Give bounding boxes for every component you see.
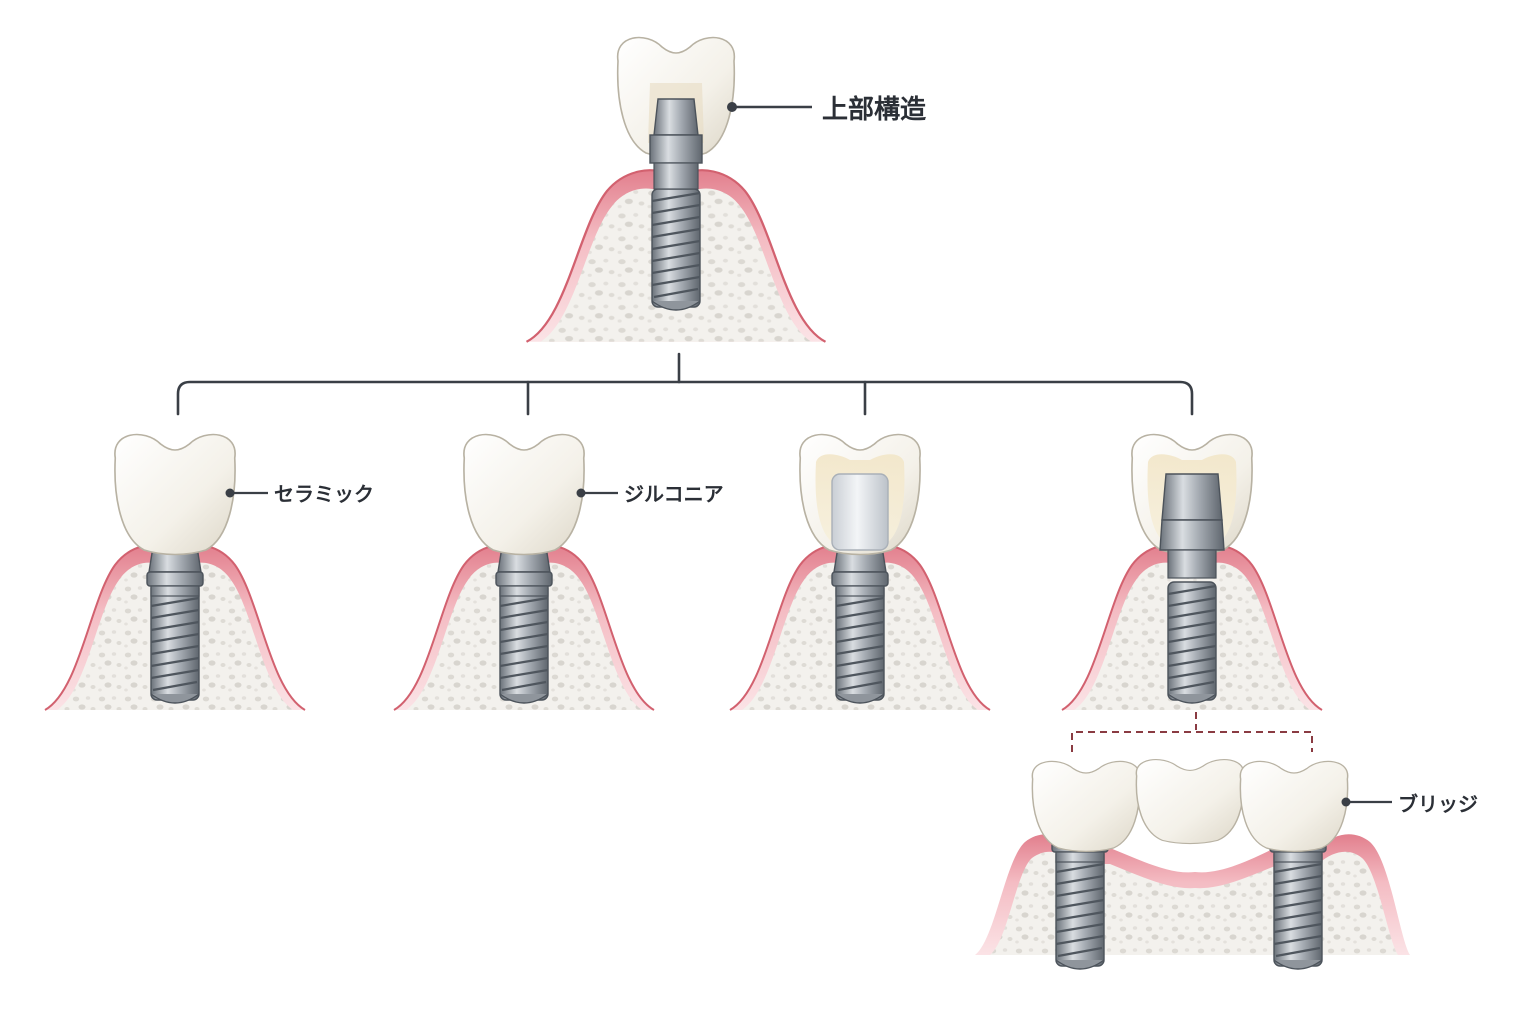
layered-crown-implant-illustration xyxy=(729,433,991,711)
label-zirconia-leader xyxy=(576,488,618,498)
bridge-dashed-connector xyxy=(1071,712,1313,752)
metal-core-implant-illustration xyxy=(1061,433,1323,711)
label-top-leader xyxy=(727,102,812,112)
ceramic-implant-illustration xyxy=(44,433,306,711)
zirconia-implant-illustration xyxy=(393,433,655,711)
label-zirconia: ジルコニア xyxy=(624,482,724,506)
bridge-illustration xyxy=(975,758,1410,971)
top-implant-illustration xyxy=(525,36,827,343)
tree-connector xyxy=(176,352,1194,416)
label-top: 上部構造 xyxy=(822,95,926,125)
label-bridge: ブリッジ xyxy=(1398,792,1478,816)
label-ceramic-leader xyxy=(225,488,268,498)
label-ceramic: セラミック xyxy=(274,482,374,506)
label-bridge-leader xyxy=(1341,797,1392,807)
